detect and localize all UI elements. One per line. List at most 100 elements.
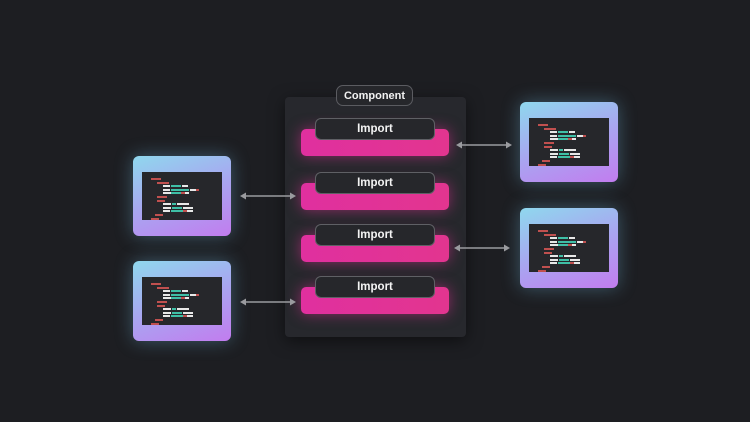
code-line: [163, 290, 170, 293]
code-line: [157, 181, 169, 184]
code-line: [163, 203, 171, 206]
code-line: [572, 244, 576, 247]
code-line: [183, 206, 193, 209]
code-line: [550, 258, 558, 261]
code-line: [583, 240, 586, 243]
code-line: [550, 131, 557, 134]
code-line: [583, 134, 586, 137]
code-line: [550, 138, 558, 141]
double-arrow-icon: [240, 297, 296, 307]
code-line: [163, 206, 171, 209]
code-line: [564, 149, 576, 152]
code-line: [171, 290, 181, 293]
code-line: [564, 255, 576, 258]
code-line: [542, 160, 550, 162]
right-file-card-1: [520, 102, 618, 182]
import-label-4: Import: [315, 276, 435, 298]
code-line: [570, 152, 580, 155]
code-line: [171, 210, 183, 213]
code-line: [187, 210, 193, 213]
code-line: [544, 251, 552, 254]
code-file-icon: [142, 172, 222, 220]
code-line: [185, 192, 189, 195]
code-line: [157, 301, 167, 303]
code-line: [544, 233, 556, 236]
code-line: [538, 124, 548, 126]
code-line: [183, 315, 187, 318]
code-file-icon: [529, 224, 609, 272]
code-line: [172, 311, 182, 314]
code-line: [163, 192, 171, 195]
code-line: [182, 290, 188, 293]
code-line: [550, 237, 557, 240]
code-line: [572, 138, 576, 141]
code-line: [568, 138, 572, 141]
code-line: [544, 145, 552, 148]
code-line: [538, 269, 546, 272]
code-line: [151, 217, 159, 220]
import-label-1: Import: [315, 118, 435, 140]
code-line: [550, 262, 557, 265]
code-line: [171, 192, 181, 195]
code-line: [568, 244, 572, 247]
left-file-card-1: [133, 156, 231, 236]
import-label-3: Import: [315, 224, 435, 246]
code-line: [190, 188, 196, 191]
code-line: [558, 240, 576, 243]
code-line: [163, 185, 170, 188]
component-label: Component: [336, 85, 413, 106]
code-line: [171, 315, 183, 318]
code-line: [185, 297, 189, 300]
code-line: [171, 188, 189, 191]
right-file-card-2: [520, 208, 618, 288]
code-line: [559, 255, 563, 258]
code-line: [550, 134, 557, 137]
import-label-2: Import: [315, 172, 435, 194]
code-file-icon: [529, 118, 609, 166]
code-line: [171, 293, 189, 296]
code-line: [177, 203, 189, 206]
code-line: [172, 203, 176, 206]
code-line: [151, 178, 161, 180]
code-line: [171, 297, 181, 300]
code-line: [157, 199, 165, 202]
code-line: [171, 185, 181, 188]
code-line: [558, 237, 568, 240]
code-line: [577, 134, 583, 137]
code-line: [172, 206, 182, 209]
code-line: [550, 149, 558, 152]
code-line: [196, 188, 199, 191]
code-line: [544, 127, 556, 130]
code-line: [542, 266, 550, 268]
code-line: [190, 293, 196, 296]
code-line: [183, 210, 187, 213]
code-line: [558, 138, 568, 141]
code-line: [155, 319, 163, 321]
code-line: [544, 248, 554, 250]
code-line: [570, 156, 574, 159]
code-line: [177, 308, 189, 311]
code-line: [182, 185, 188, 188]
code-line: [550, 156, 557, 159]
code-line: [558, 262, 570, 265]
code-line: [163, 188, 170, 191]
code-line: [550, 240, 557, 243]
code-line: [558, 244, 568, 247]
code-line: [577, 240, 583, 243]
left-file-card-2: [133, 261, 231, 341]
code-line: [155, 214, 163, 216]
code-line: [163, 297, 171, 300]
code-line: [559, 152, 569, 155]
code-file-icon: [142, 277, 222, 325]
code-line: [569, 237, 575, 240]
code-line: [570, 262, 574, 265]
code-line: [172, 308, 176, 311]
code-line: [157, 286, 169, 289]
code-line: [163, 308, 171, 311]
double-arrow-icon: [456, 140, 512, 150]
code-line: [157, 304, 165, 307]
code-line: [558, 134, 576, 137]
code-line: [570, 258, 580, 261]
code-line: [558, 131, 568, 134]
double-arrow-icon: [454, 243, 510, 253]
